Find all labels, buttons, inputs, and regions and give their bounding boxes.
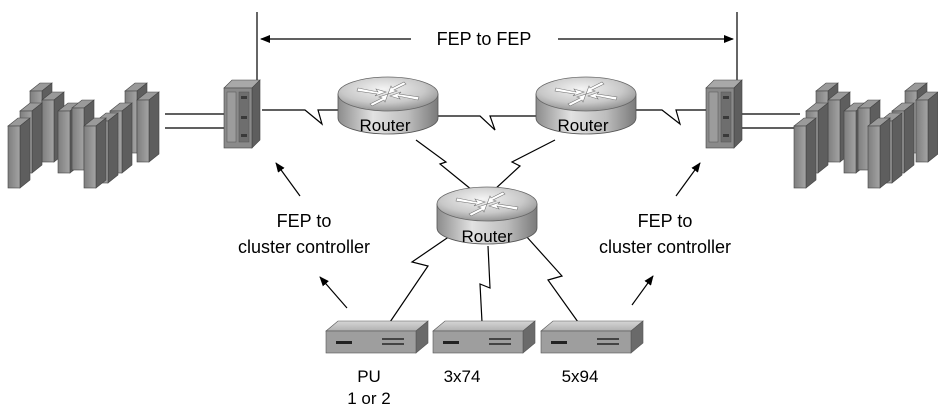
router-label: Router — [557, 116, 608, 135]
left-annotation-line2: cluster controller — [238, 237, 370, 257]
device-3x74-label: 3x74 — [444, 367, 481, 386]
right-annotation: FEP to cluster controller — [599, 211, 731, 257]
device-pu-label-line1: PU — [357, 367, 381, 386]
right-annotation-line1: FEP to — [638, 211, 693, 231]
left-annotation-arrow-lower — [319, 276, 348, 309]
left-annotation: FEP to cluster controller — [238, 211, 370, 257]
router-top-left: Router — [337, 76, 439, 135]
fep-left — [223, 79, 261, 149]
right-annotation-line2: cluster controller — [599, 237, 731, 257]
device-pu — [325, 320, 429, 354]
device-pu-label-line2: 1 or 2 — [347, 389, 390, 408]
left-annotation-line1: FEP to — [277, 211, 332, 231]
mainframe-right — [793, 82, 938, 189]
router-top-right: Router — [535, 76, 637, 135]
router-bottom: Router — [436, 186, 538, 246]
fep-to-fep-dimension: FEP to FEP — [256, 12, 738, 82]
device-3x74 — [432, 320, 536, 354]
right-annotation-arrow-upper — [675, 162, 701, 197]
right-annotation-arrow-lower — [631, 275, 654, 306]
network-links — [165, 109, 800, 323]
fep-right — [705, 79, 743, 149]
left-annotation-arrow-upper — [275, 162, 301, 197]
device-5x94 — [540, 320, 644, 354]
device-5x94-label: 5x94 — [562, 367, 599, 386]
mainframe-left — [7, 82, 160, 189]
router-label: Router — [359, 116, 410, 135]
fep-to-fep-label: FEP to FEP — [437, 29, 532, 49]
router-label: Router — [461, 227, 512, 246]
